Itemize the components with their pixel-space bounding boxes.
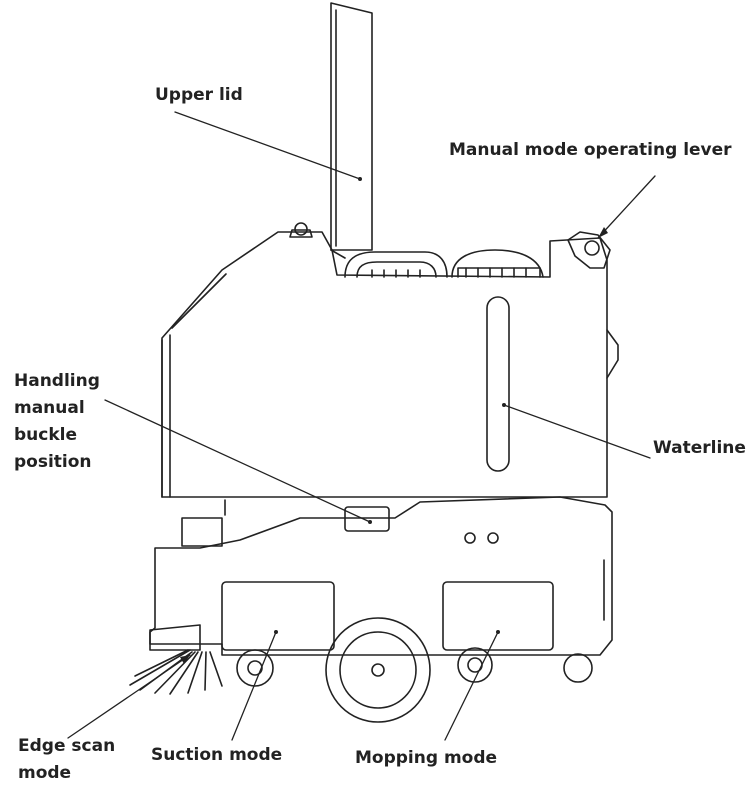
manual-mode-lever [567, 231, 619, 379]
top-knob [294, 222, 308, 236]
handling-buckle [344, 506, 390, 532]
leader-markers [180, 177, 608, 664]
leader-lever [597, 175, 656, 239]
leader-suction [231, 631, 277, 741]
label-edge-scan-mode: Edge scan mode [18, 736, 116, 783]
left-connector [181, 517, 223, 547]
indicator-light-1 [464, 532, 476, 544]
label-suction-mode: Suction mode [151, 745, 283, 765]
suction-module-cover [221, 581, 335, 651]
leader-edge-scan [67, 654, 191, 739]
label-waterline: Waterline [653, 438, 746, 458]
drive-wheel [325, 617, 431, 723]
upper-tank-body [161, 222, 608, 498]
leader-lines [67, 111, 656, 741]
leader-handling-buckle [104, 399, 371, 523]
upper-lid [330, 2, 373, 259]
mop-roller [457, 647, 493, 683]
handle-and-filter [344, 249, 544, 278]
label-manual-mode-lever: Manual mode operating lever [449, 140, 732, 160]
label-mopping-mode: Mopping mode [355, 748, 498, 768]
indicator-light-2 [487, 532, 499, 544]
suction-roller [236, 649, 274, 687]
label-handling-buckle: Handling manual buckle position [14, 371, 100, 472]
lower-body [149, 496, 613, 656]
leader-waterline [503, 404, 651, 459]
waterline-window [486, 296, 510, 472]
leader-upper-lid [174, 111, 361, 180]
caster-wheel [563, 653, 593, 683]
edge-brush [129, 649, 223, 695]
mopping-module-cover [442, 581, 554, 651]
label-upper-lid: Upper lid [155, 85, 243, 105]
wheels [236, 617, 593, 723]
leader-mopping [444, 631, 499, 741]
